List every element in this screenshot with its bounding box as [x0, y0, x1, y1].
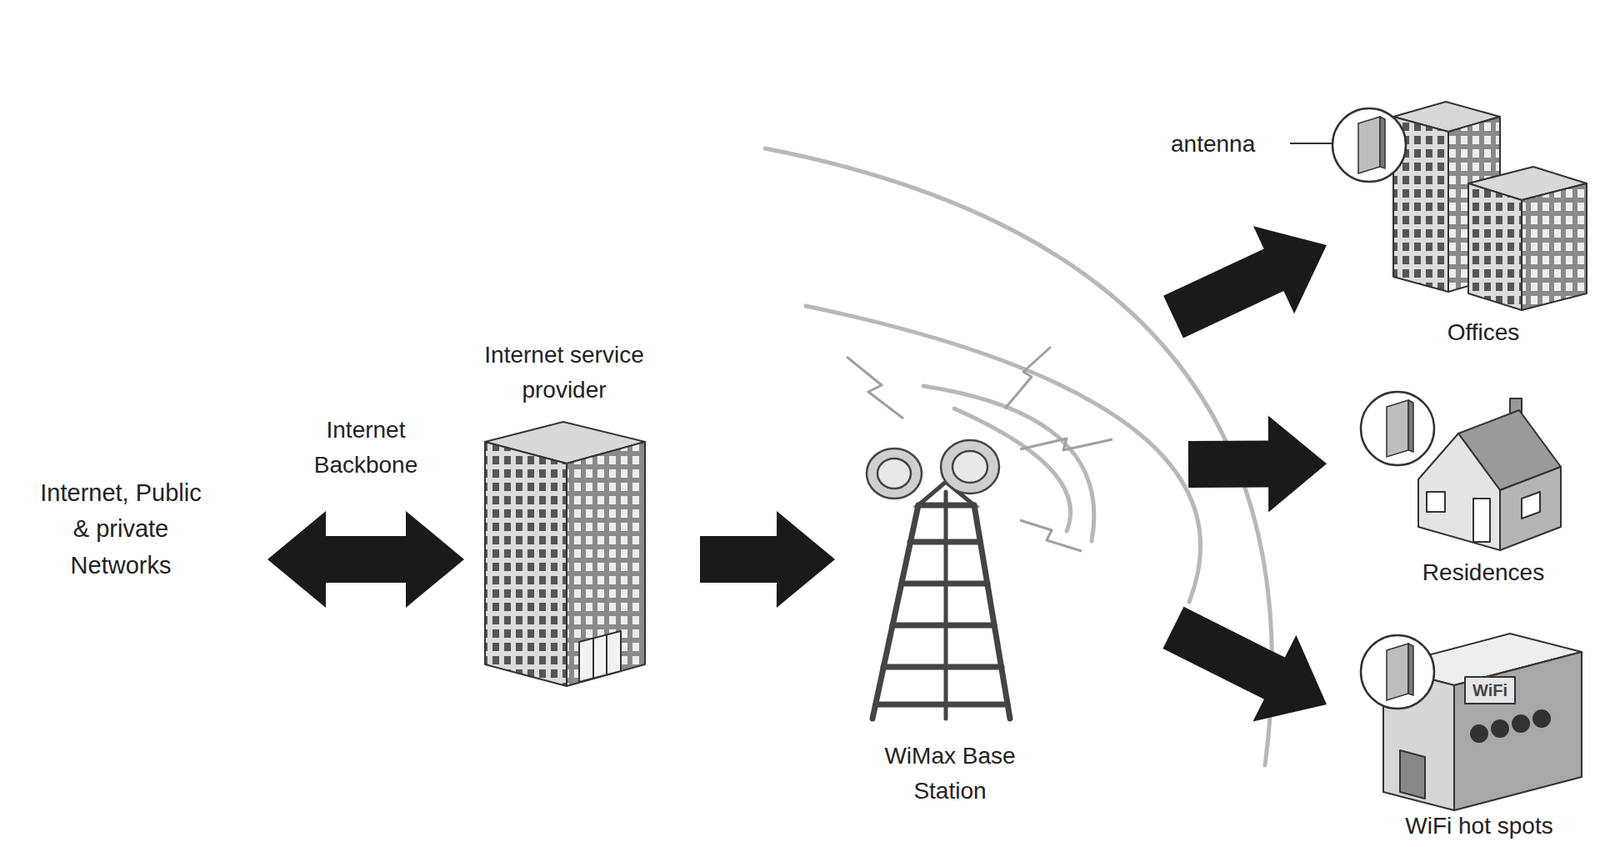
wimax-tower-part	[872, 505, 919, 719]
block-arrow	[700, 510, 835, 608]
antenna-callouts-part	[1386, 400, 1409, 457]
signal-arcs-part	[923, 385, 1095, 541]
node-label: WiMax Base Station	[879, 738, 1021, 809]
wifi-hotspot-building-part	[1491, 720, 1509, 737]
lightning-bolts-part	[1020, 520, 1082, 551]
antenna-callouts	[1290, 108, 1435, 709]
dish-antennas-part	[877, 458, 911, 489]
wifi-hotspot-building-part	[1470, 725, 1488, 742]
signal-arcs-part	[805, 305, 1201, 602]
node-label: Internet service provider	[464, 337, 665, 408]
sign-text: WiFi	[1465, 676, 1515, 704]
antenna-callouts-part	[1332, 108, 1406, 182]
wimax-tower-part	[875, 701, 1008, 708]
office-buildings-part	[1468, 183, 1522, 310]
wifi-hotspot-building	[1383, 633, 1582, 810]
hotspot-node: WiFi hot spots WiFi	[1358, 616, 1600, 844]
office-node: Offices	[1366, 91, 1600, 350]
isp-building-part	[485, 441, 567, 686]
dish-antennas	[866, 440, 1000, 499]
wimax-tower-part	[883, 664, 1002, 670]
isp-building-part	[592, 638, 595, 679]
isp-building-part	[605, 635, 608, 675]
wifi-hotspot-building-part	[1400, 750, 1425, 799]
block-arrow	[1163, 606, 1328, 722]
isp-building-part	[579, 630, 621, 682]
isp-building	[485, 421, 645, 686]
wimax-tower-part	[892, 622, 995, 629]
dish-antennas-part	[952, 450, 988, 483]
lightning-bolts-part	[846, 356, 904, 419]
wimax-tower-part	[910, 539, 980, 545]
house-part	[1521, 491, 1540, 519]
house	[1418, 398, 1561, 550]
house-part	[1418, 433, 1500, 550]
house-part	[1500, 466, 1561, 550]
node-label: Residences	[1422, 555, 1545, 590]
lightning-bolts-part	[1005, 346, 1051, 409]
block-arrow	[1163, 225, 1327, 338]
antenna-callouts-part	[1380, 116, 1385, 169]
node-label: Internet, Public & private Networks	[33, 475, 209, 585]
antenna-callouts-part	[1360, 391, 1435, 465]
edge-label: Internet Backbone	[295, 412, 437, 483]
wifi-hotspot-building-part	[1512, 715, 1530, 732]
dish-antennas-part	[940, 440, 1000, 494]
office-buildings	[1393, 101, 1587, 310]
isp-building-node: Internet service provider	[464, 337, 665, 688]
wimax-tower-part	[901, 580, 988, 587]
block-arrow	[267, 510, 465, 608]
antenna-callouts-part	[1408, 643, 1414, 695]
network-cloud-label: Internet, Public & private Networks	[0, 466, 242, 592]
residence-node: Residences	[1366, 383, 1600, 590]
wimax-tower-part	[974, 505, 1010, 719]
callout-label: antenna	[1170, 126, 1255, 162]
isp-building-part	[566, 441, 645, 686]
block-arrow	[1188, 415, 1327, 513]
node-label: Offices	[1447, 315, 1520, 350]
house-part	[1426, 491, 1445, 512]
dish-antennas-part	[866, 448, 922, 499]
wimax-tower	[872, 481, 1010, 719]
wifi-hotspot-building-part	[1533, 710, 1550, 727]
node-label: WiFi hot spots	[1405, 808, 1553, 844]
office-buildings-part	[1521, 183, 1587, 310]
wifi-hotspot-building-part	[1454, 651, 1582, 810]
wifi-hotspot-building-part	[1465, 676, 1515, 704]
wimax-tower-part	[944, 491, 949, 719]
lightning-bolts-part	[1020, 438, 1113, 450]
house-part	[1473, 498, 1490, 542]
antenna-callouts-part	[1408, 400, 1414, 452]
antenna-callouts-part	[1360, 635, 1435, 709]
base-station-node: WiMax Base Station	[866, 416, 1034, 809]
antenna-callouts-part	[1358, 116, 1380, 174]
antenna-callouts-part	[1386, 643, 1409, 700]
